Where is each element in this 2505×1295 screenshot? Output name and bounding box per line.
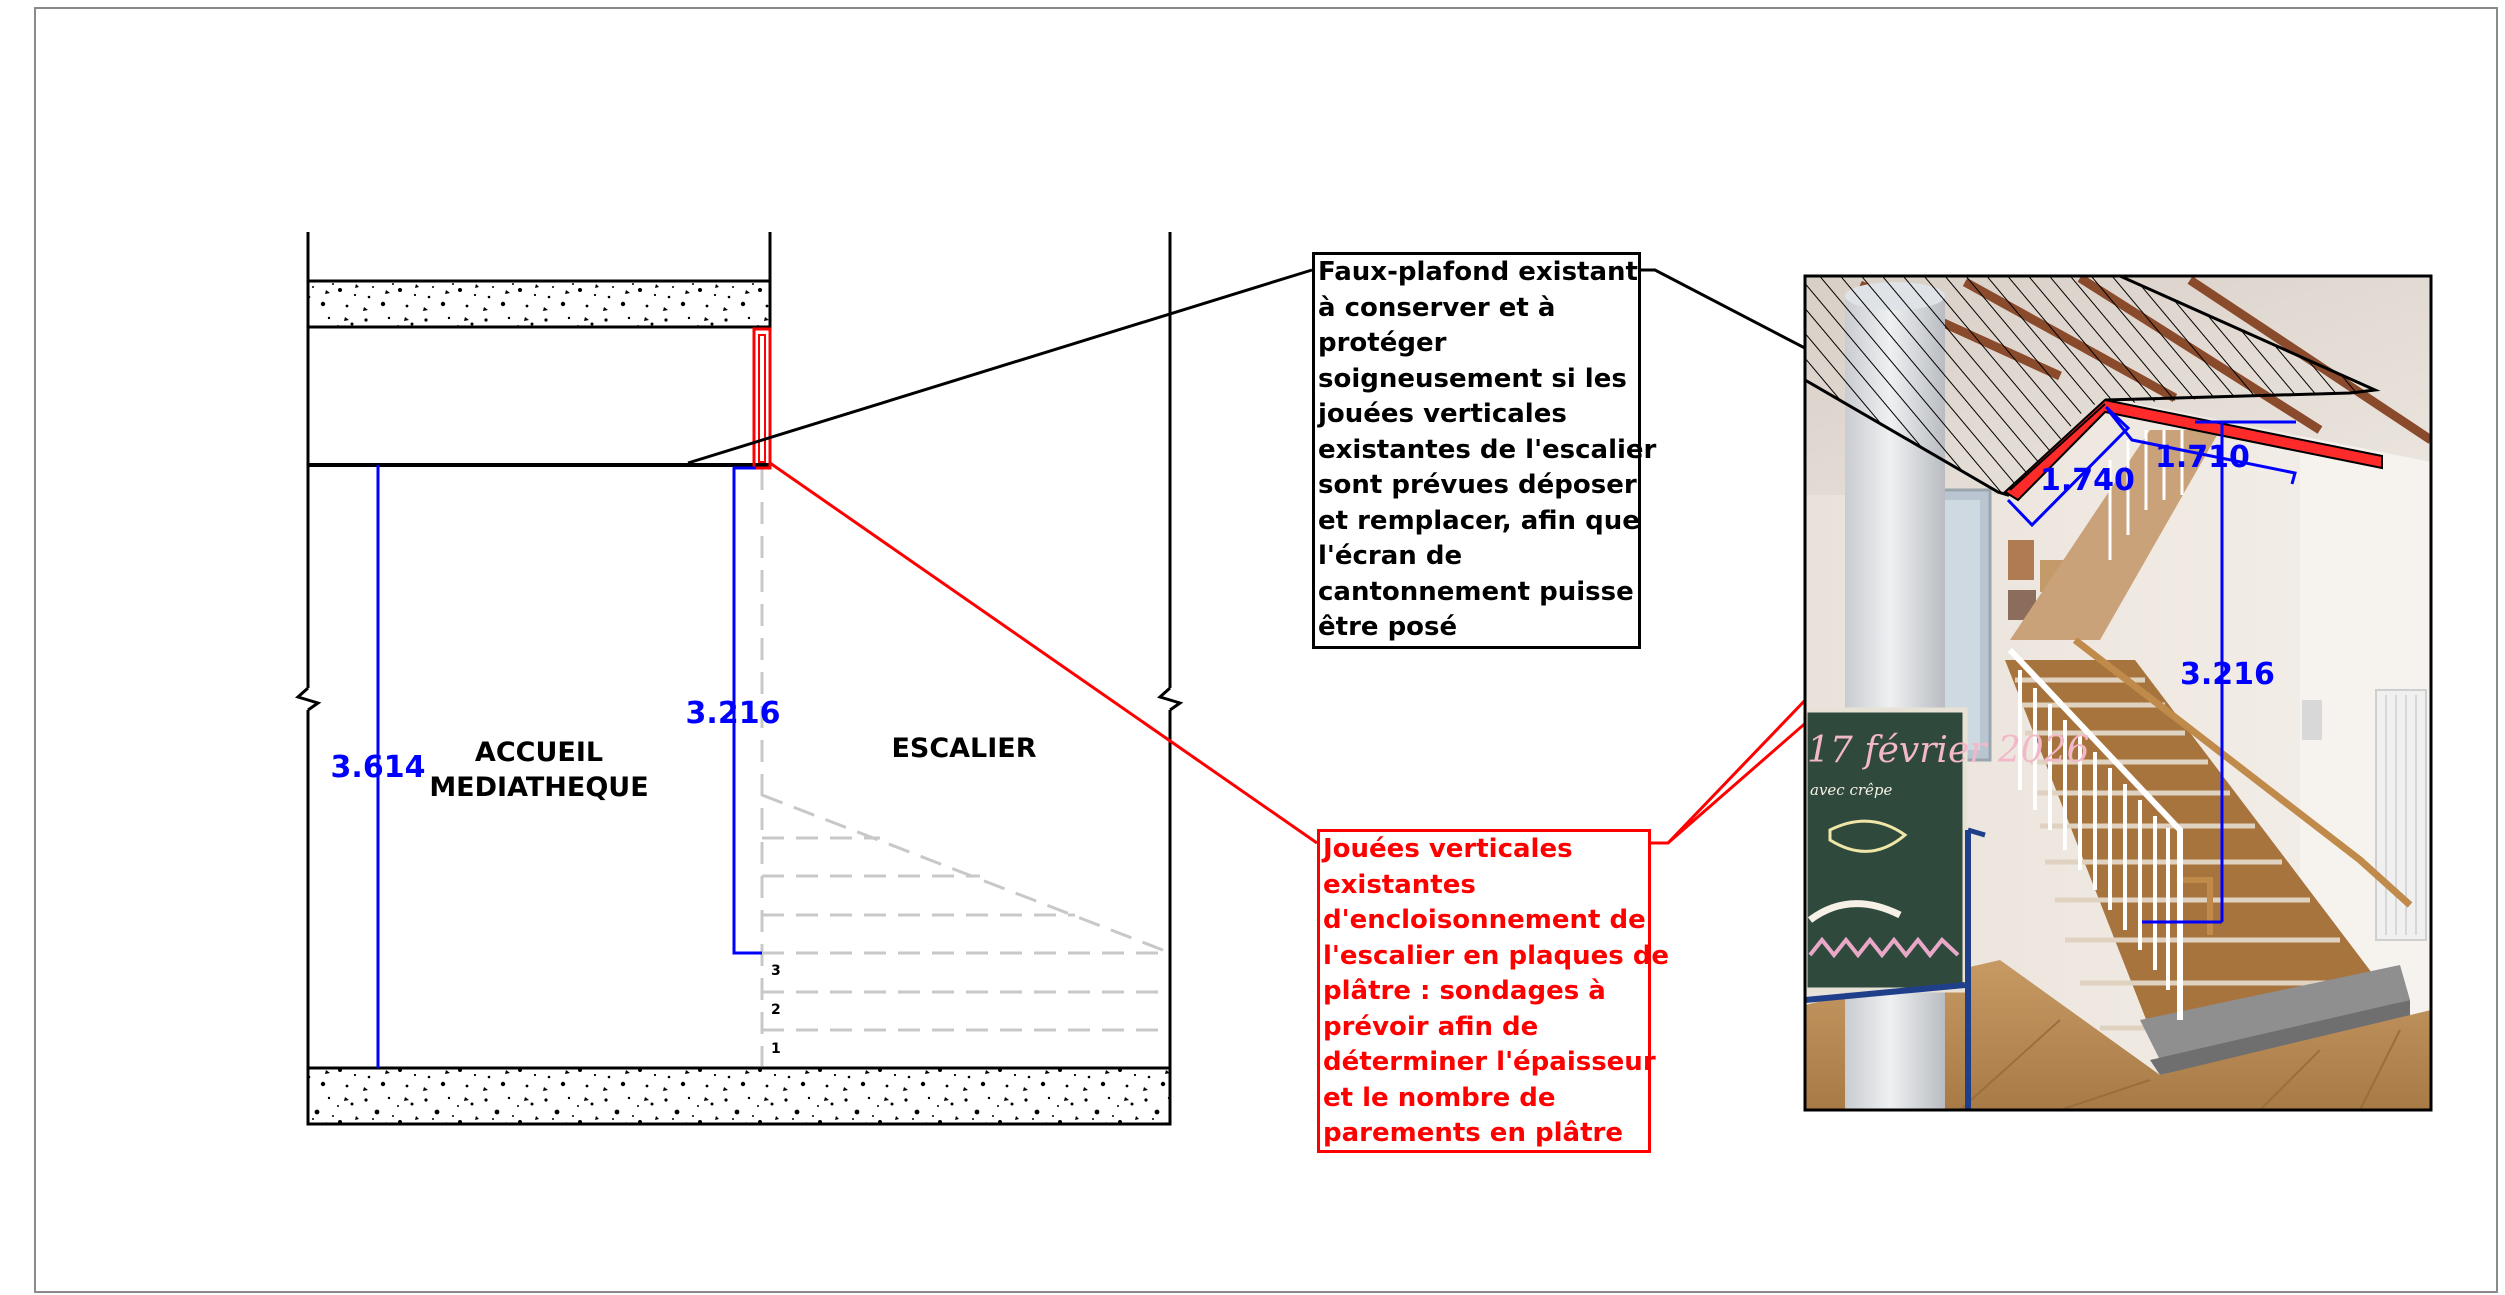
photo-frame: [1803, 274, 2433, 1112]
note-line: existantes de l'escalier: [1318, 434, 1657, 465]
note-line: existantes: [1323, 869, 1476, 900]
leader-ceiling-section: [687, 268, 1313, 465]
room-label-line1: ACCUEIL: [475, 737, 603, 768]
sheet-frame: [34, 7, 2498, 1293]
step-number: 1: [771, 1041, 781, 1057]
dimension-line-stair: [732, 466, 762, 955]
board-date: 17 février 2026: [1807, 730, 2090, 771]
note-line: sont prévues déposer: [1318, 470, 1637, 500]
room-label-line2: MEDIATHEQUE: [429, 772, 648, 803]
note-line: soigneusement si les: [1318, 363, 1627, 394]
note-line: d'encloisonnement de: [1323, 905, 1646, 935]
note-vertical-cheeks: Jouées verticales existantes d'encloison…: [1317, 829, 1670, 1153]
step-number: 3: [771, 963, 781, 979]
lower-slab: [306, 1066, 1172, 1126]
left-wall-break: [295, 686, 322, 712]
note-line: déterminer l'épaisseur: [1323, 1047, 1656, 1077]
stair-steps: [2005, 660, 2410, 1075]
section-drawing: 3 2 1 3.614 3.216 ACCUEIL MEDIATHEQUE ES…: [295, 232, 1184, 1126]
note-line: prévoir afin de: [1323, 1011, 1539, 1042]
leader-cheek-section: [769, 461, 1318, 845]
note-line: l'écran de: [1318, 541, 1463, 571]
note-line: Jouées verticales: [1323, 834, 1573, 864]
cheek-highlight: [752, 327, 772, 470]
cheek-highlight-photo: [2003, 398, 2383, 502]
photo-dim-height: 3.216: [2180, 657, 2275, 692]
chalkboard: 17 février 2026 avec crêpe: [1805, 707, 2090, 1110]
room-height-value: 3.614: [331, 750, 426, 785]
false-ceiling-hatch: [1805, 276, 2375, 492]
note-line: et le nombre de: [1323, 1082, 1556, 1113]
stair-height-value: 3.216: [686, 696, 781, 731]
photo-dimension-lines: [2006, 405, 2297, 924]
stair-hidden-lines: [760, 468, 1169, 1066]
note-line: Faux-plafond existant: [1318, 257, 1638, 287]
note-existing-ceiling: Faux-plafond existant à conserver et à p…: [1312, 252, 1657, 649]
note-line: cantonnement puisse: [1318, 576, 1634, 607]
site-photo: 17 février 2026 avec crêpe 1.740 1.710 3…: [1805, 276, 2431, 1110]
stair-label: ESCALIER: [891, 733, 1036, 764]
photo-dim-b: 1.710: [2155, 440, 2250, 475]
note-line: parements en plâtre: [1323, 1118, 1623, 1148]
note-line: être posé: [1318, 612, 1458, 642]
note-line: jouées verticales: [1318, 399, 1567, 429]
note-line: protéger: [1318, 328, 1447, 358]
note-line: et remplacer, afin que: [1318, 505, 1640, 536]
note-line: plâtre : sondages à: [1323, 976, 1606, 1006]
right-wall-break: [1157, 686, 1184, 712]
note-line: à conserver et à: [1318, 292, 1556, 323]
step-number: 2: [771, 1002, 781, 1018]
upper-slab: [306, 279, 772, 329]
note-line: l'escalier en plaques de: [1323, 940, 1670, 971]
board-subtitle: avec crêpe: [1810, 781, 1893, 799]
photo-dim-a: 1.740: [2040, 463, 2135, 498]
